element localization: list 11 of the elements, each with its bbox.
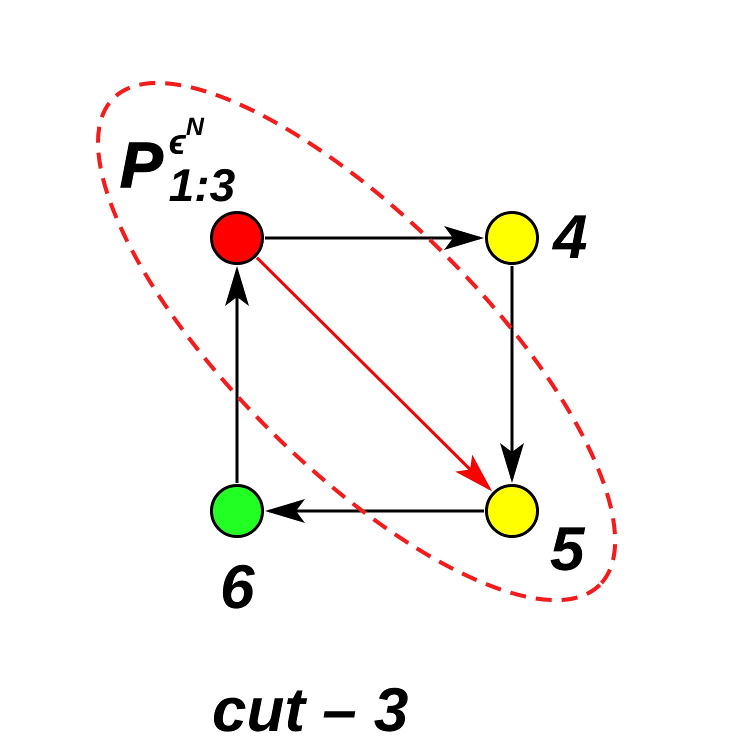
arrow <box>256 256 492 492</box>
arrow <box>225 266 249 483</box>
vertex-number: 4 <box>553 207 588 269</box>
vertex-number: 6 <box>220 557 254 619</box>
vertex-circle <box>485 211 539 265</box>
vertex-number: 5 <box>550 519 584 581</box>
arrow <box>265 499 484 523</box>
arrow <box>500 266 524 483</box>
caption: cut – 3 <box>212 680 408 742</box>
arrow <box>265 226 484 250</box>
vertex-circle <box>210 484 264 538</box>
